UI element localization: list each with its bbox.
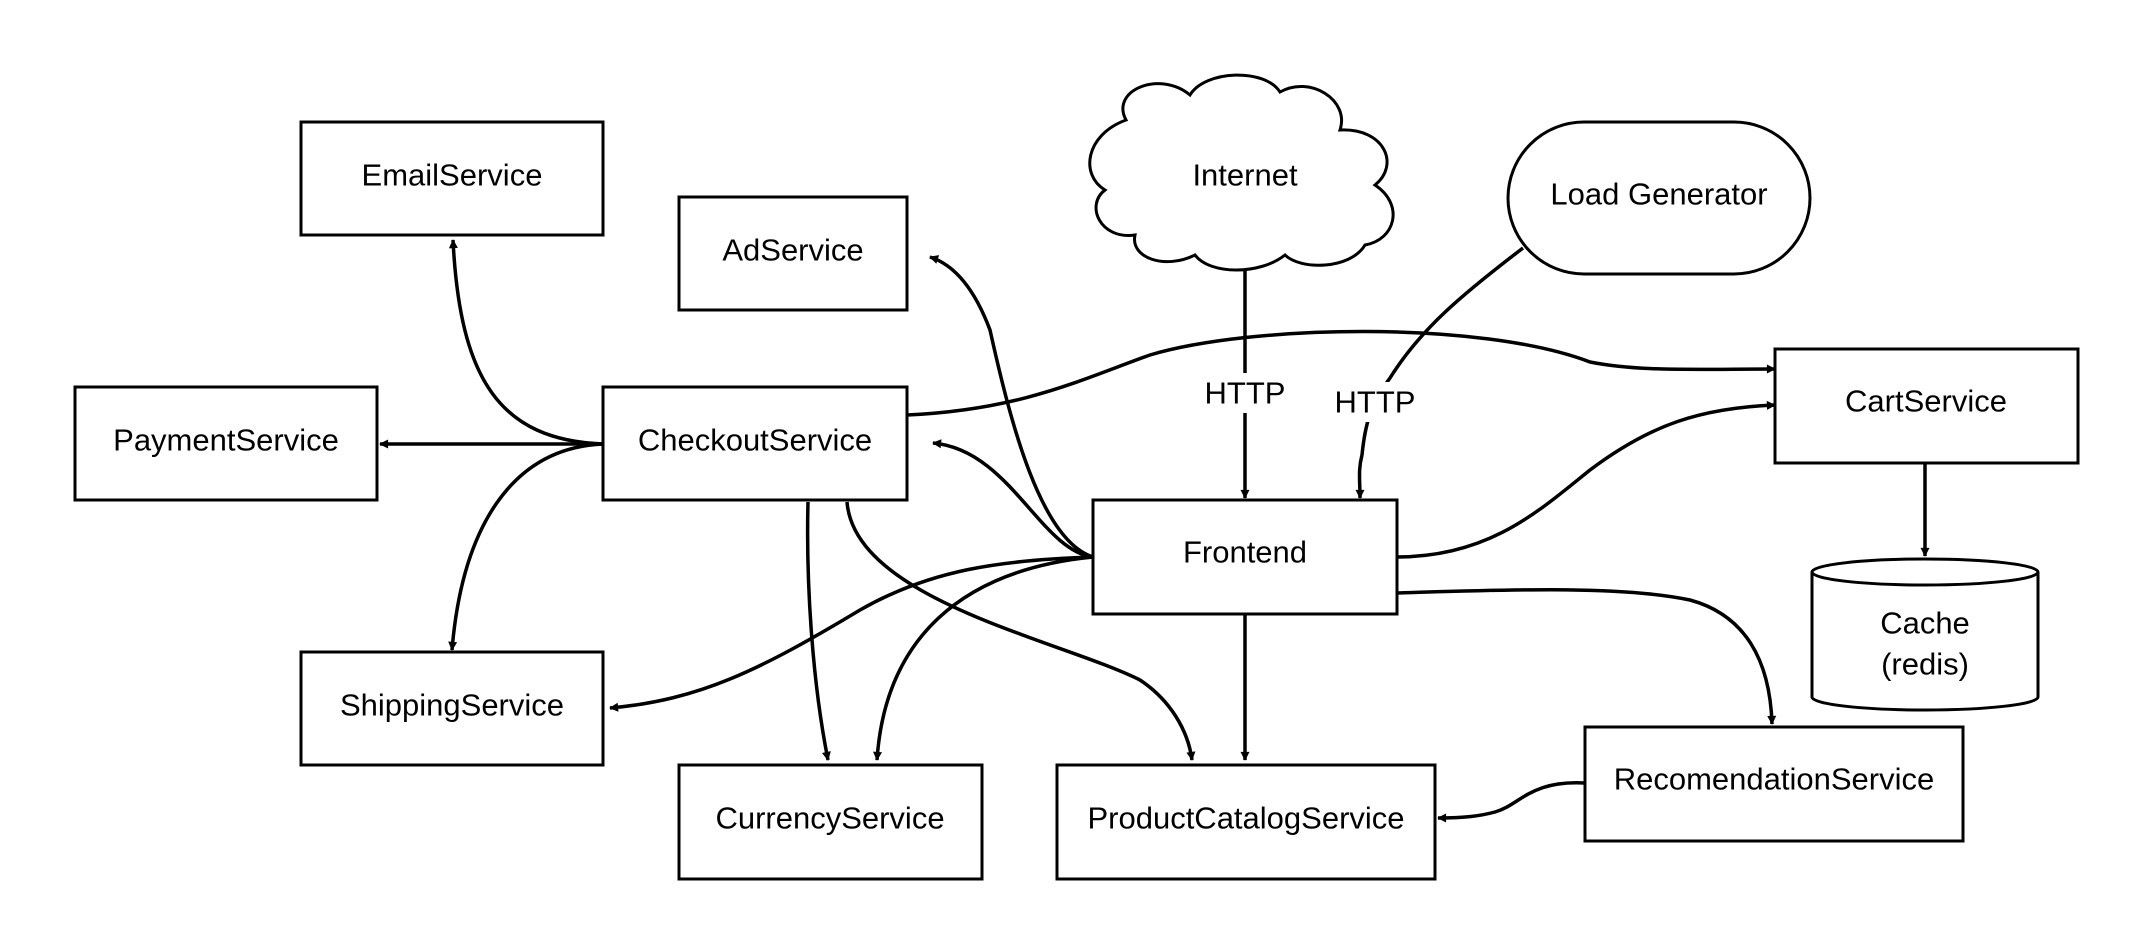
node-email-service: EmailService	[299, 120, 605, 237]
node-label: PaymentService	[113, 423, 339, 458]
edge-label-loadgen-http: HTTP	[1335, 385, 1416, 420]
node-label: EmailService	[362, 158, 543, 193]
node-cart-service: CartService	[1773, 347, 2080, 465]
edge-checkout-to-currency	[805, 501, 831, 761]
node-recommendation-service: RecomendationService	[1583, 725, 1965, 843]
node-cache: Cache (redis)	[1810, 557, 2040, 712]
node-label: CheckoutService	[638, 423, 872, 458]
node-label: Internet	[1192, 158, 1298, 193]
edge-checkout-to-productcatalog	[845, 501, 1196, 761]
node-internet: Internet	[1088, 73, 1395, 272]
edge-checkout-to-email	[448, 239, 604, 446]
cloud-icon	[1088, 73, 1395, 272]
node-label: ProductCatalogService	[1087, 801, 1404, 836]
node-ad-service: AdService	[677, 195, 909, 312]
edge-labels: HTTP HTTP	[1200, 373, 1420, 422]
edge-label-internet-http: HTTP	[1205, 376, 1286, 411]
node-product-catalog-service: ProductCatalogService	[1055, 763, 1437, 881]
node-checkout-service: CheckoutService	[601, 385, 909, 502]
node-label: CartService	[1845, 384, 2007, 419]
database-icon	[1810, 557, 2040, 712]
node-label: Load Generator	[1550, 177, 1767, 212]
node-frontend: Frontend	[1091, 498, 1399, 616]
edge-loadgen-to-frontend	[1355, 246, 1525, 499]
node-label-line2: (redis)	[1881, 647, 1969, 682]
node-label: AdService	[722, 233, 863, 268]
node-payment-service: PaymentService	[73, 385, 379, 502]
node-label: RecomendationService	[1614, 762, 1935, 797]
edge-frontend-to-shipping	[609, 555, 1094, 712]
edge-frontend-to-checkout	[932, 439, 1094, 559]
edge-checkout-to-shipping	[448, 442, 604, 651]
edge-recommendation-to-productcatalog	[1437, 781, 1586, 823]
node-label: ShippingService	[340, 688, 564, 723]
node-load-generator: Load Generator	[1506, 120, 1812, 276]
edge-frontend-to-ad	[929, 255, 1094, 559]
edge-frontend-to-currency	[873, 555, 1094, 761]
edge-frontend-to-cart	[1396, 400, 1776, 559]
node-label: Frontend	[1183, 535, 1307, 570]
node-currency-service: CurrencyService	[677, 763, 984, 881]
edge-checkout-to-cart	[906, 329, 1776, 417]
node-shipping-service: ShippingService	[299, 650, 605, 767]
node-label: CurrencyService	[715, 801, 944, 836]
edge-frontend-to-recommendation	[1396, 587, 1777, 725]
node-label-line1: Cache	[1880, 606, 1970, 641]
